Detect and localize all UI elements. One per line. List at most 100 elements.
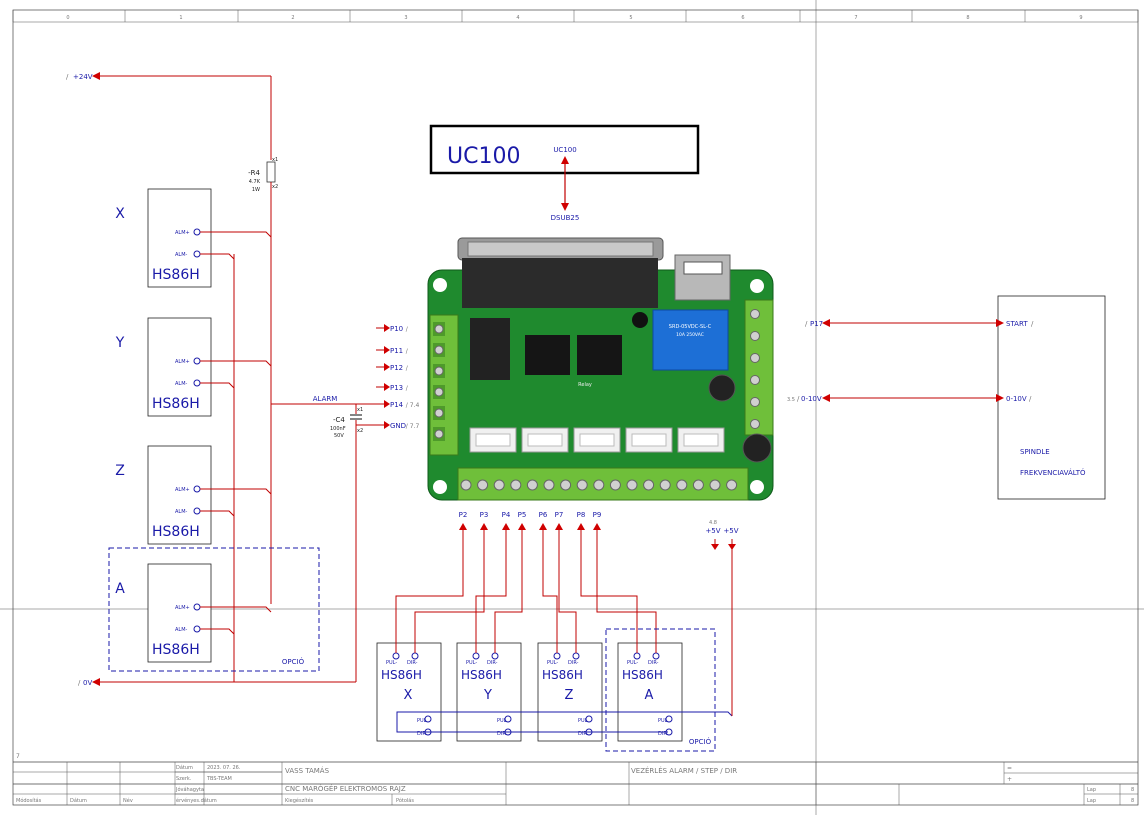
mount-hole-bl [433,480,447,494]
c4-name: -C4 [333,416,345,424]
resistor-r4 [266,161,276,183]
step-driver-model: HS86H [461,668,502,682]
tb-drawn-label: Szerk. [176,776,192,782]
c4-rating: 50V [334,433,344,439]
c4-pin2: x2 [357,428,363,434]
axis-label: Y [115,335,125,351]
p17-arrow-left [822,319,830,327]
ic-1 [525,335,570,375]
driver-box-x [147,188,212,288]
pul-plus-pin: PUL+ [497,718,511,724]
column-label: 9 [1079,15,1082,21]
step-port-label: P6 [539,511,548,519]
analog-arrow-left [822,394,830,402]
dir-minus-terminal [572,652,580,660]
plus5-ref: 4.8 [709,520,717,526]
r4-pin2: x2 [272,184,278,190]
column-label: 3 [404,15,407,21]
c4-pin1: x1 [357,407,363,413]
motor-header-socket [683,433,719,447]
tb-standard-label: érvényes.dátum [176,797,217,804]
analog-ref-slash: / [797,395,800,403]
driver-box-a [147,563,212,663]
column-label: 2 [291,15,294,21]
port-ref: / [406,365,409,372]
motor-header-socket [579,433,615,447]
alm-minus-pin: ALM- [175,252,188,258]
motor-header-socket [475,433,511,447]
alm-minus-terminal [193,379,201,387]
step-driver-box-z [537,642,603,742]
alm-plus-wire [200,360,272,367]
column-label: 5 [629,15,632,21]
drawing-frame [12,9,1139,806]
port-arrow [384,383,390,391]
dsub25-label: DSUB25 [551,214,580,222]
terminal-screw [609,479,621,491]
pul-wire [395,530,464,653]
terminal-screw [692,479,704,491]
pul-plus-pin: PUL+ [578,718,592,724]
terminal-screw [434,345,444,355]
dir-minus-pin: DIR- [407,660,418,666]
uc100-arrow-down [561,203,569,211]
alm-minus-wire [200,382,235,389]
terminal-screw [750,353,760,363]
terminal-screw [643,479,655,491]
alm-minus-wire [200,510,235,517]
tb-sheet-title: VEZÉRLÉS ALARM / STEP / DIR [631,766,737,775]
port-arrow [384,363,390,371]
db25-pins [467,241,654,257]
spindle-start-pin: START [1006,320,1028,328]
optocouplers [470,318,510,380]
tb-sub2: Pótolás [396,797,414,804]
column-label: 1 [179,15,182,21]
terminal-screw [434,366,444,376]
step-driver-box-y [456,642,522,742]
port-label: P14 [390,401,404,409]
dir-wire [414,530,485,653]
pul-minus-pin: PUL- [386,660,397,666]
usb-slot [683,261,723,275]
step-port-arrow [480,523,488,530]
tb-plus: + [1007,776,1012,783]
alm-minus-wire [200,628,235,635]
terminal-screw [434,324,444,334]
alm-minus-terminal [193,250,201,258]
dir-wire [596,530,657,653]
step-driver-model: HS86H [542,668,583,682]
dir-minus-terminal [652,652,660,660]
plus5-arrow-a [711,544,719,550]
mount-hole-tl [433,278,447,292]
spindle-title-1: SPINDLE [1020,448,1050,456]
pul-minus-pin: PUL- [627,660,638,666]
alm-plus-wire [200,488,272,495]
alm-plus-terminal [193,485,201,493]
terminal-screw [750,309,760,319]
terminal-screw [726,479,738,491]
capacitor-2 [742,433,772,463]
zero-arrow [92,678,100,686]
step-port-label: P7 [555,511,564,519]
sheet-mark: 7 [16,753,20,760]
port-ref: / [406,385,409,392]
c4-value: 100nF [330,426,346,432]
zero-ref: / [78,679,81,687]
plus5-label-a: +5V [705,527,720,535]
port-label: P12 [390,364,403,372]
driver-model: HS86H [152,267,200,283]
step-port-arrow [577,523,585,530]
pul-wire [542,530,558,653]
port-arrow [384,421,390,429]
plus5-label-b: +5V [723,527,738,535]
plus24-arrow [92,72,100,80]
pul-minus-pin: PUL- [466,660,477,666]
mount-hole-br [750,480,764,494]
axis-label: A [115,581,125,597]
spindle-analog-pin: 0-10V [1006,395,1027,403]
terminal-screw [510,479,522,491]
tb-project: CNC MARÓGÉP ELEKTROMOS RAJZ [285,784,406,793]
terminal-screw [750,397,760,407]
tb-page-value-2: 8 [1131,798,1134,804]
